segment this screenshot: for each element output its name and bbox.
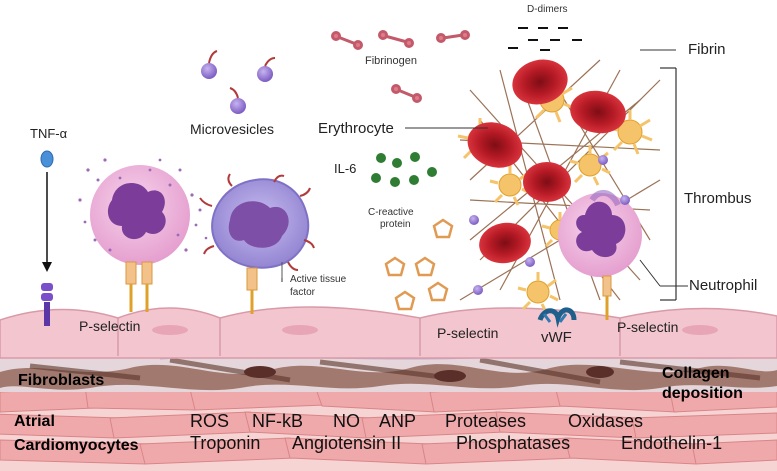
thrombus-label: Thrombus [684, 190, 752, 207]
marker-proteases: Proteases [445, 411, 527, 431]
thrombus-bracket [660, 67, 677, 301]
p-selectin-label-mid: P-selectin [437, 325, 499, 341]
p-selectin-label-left: P-selectin [79, 318, 141, 334]
neutrophil-label: Neutrophil [689, 277, 758, 294]
tissue-factor-label-line1: Active tissue [290, 274, 347, 285]
il6-molecules [371, 152, 437, 187]
d-dimer-fragments [508, 27, 582, 51]
marker-troponin: Troponin [190, 433, 261, 453]
marker-endothelin-1: Endothelin-1 [621, 433, 723, 453]
marker-anp: ANP [379, 411, 417, 431]
collagen-label-line2: deposition [662, 385, 743, 402]
marker-no: NO [333, 411, 360, 431]
crp-molecules [384, 218, 454, 311]
vwf-molecule [537, 307, 577, 328]
crp-label-line1: C-reactive [368, 207, 414, 218]
collagen-label-line1: Collagen [662, 365, 730, 382]
endothelium [0, 306, 777, 359]
leader-lines [281, 49, 688, 287]
il6-label: IL-6 [334, 161, 357, 176]
atrial-label-line2: Cardiomyocytes [14, 437, 139, 454]
marker-angiotensin-ii: Angiotensin II [292, 433, 402, 453]
crp-label-line2: protein [380, 219, 411, 230]
fibroblasts-label: Fibroblasts [18, 372, 105, 389]
microvesicles-label: Microvesicles [190, 121, 275, 137]
d-dimers-label: D-dimers [527, 4, 568, 15]
activated-cell [199, 173, 315, 314]
erythrocytes [467, 59, 626, 264]
fibrin-label: Fibrin [688, 41, 726, 58]
marker-oxidases: Oxidases [568, 411, 644, 431]
microvesicles [201, 50, 276, 114]
marker-phosphatases: Phosphatases [456, 433, 571, 453]
tnf-alpha-label: TNF-α [30, 126, 68, 141]
fibrinogen-molecules [331, 30, 470, 103]
marker-nf-kb: NF-kB [252, 411, 303, 431]
neutrophil-left [78, 158, 208, 312]
fibrinogen-label: Fibrinogen [365, 55, 417, 67]
marker-ros: ROS [190, 411, 230, 431]
tissue-factor-label-line2: factor [290, 287, 316, 298]
atrial-label-line1: Atrial [14, 413, 55, 430]
neutrophil-right [558, 189, 642, 320]
tnf-pathway [40, 150, 54, 326]
p-selectin-label-right: P-selectin [617, 319, 679, 335]
vwf-label: vWF [541, 329, 572, 346]
thrombus-vesicles [469, 155, 630, 295]
erythrocyte-label: Erythrocyte [318, 120, 394, 137]
